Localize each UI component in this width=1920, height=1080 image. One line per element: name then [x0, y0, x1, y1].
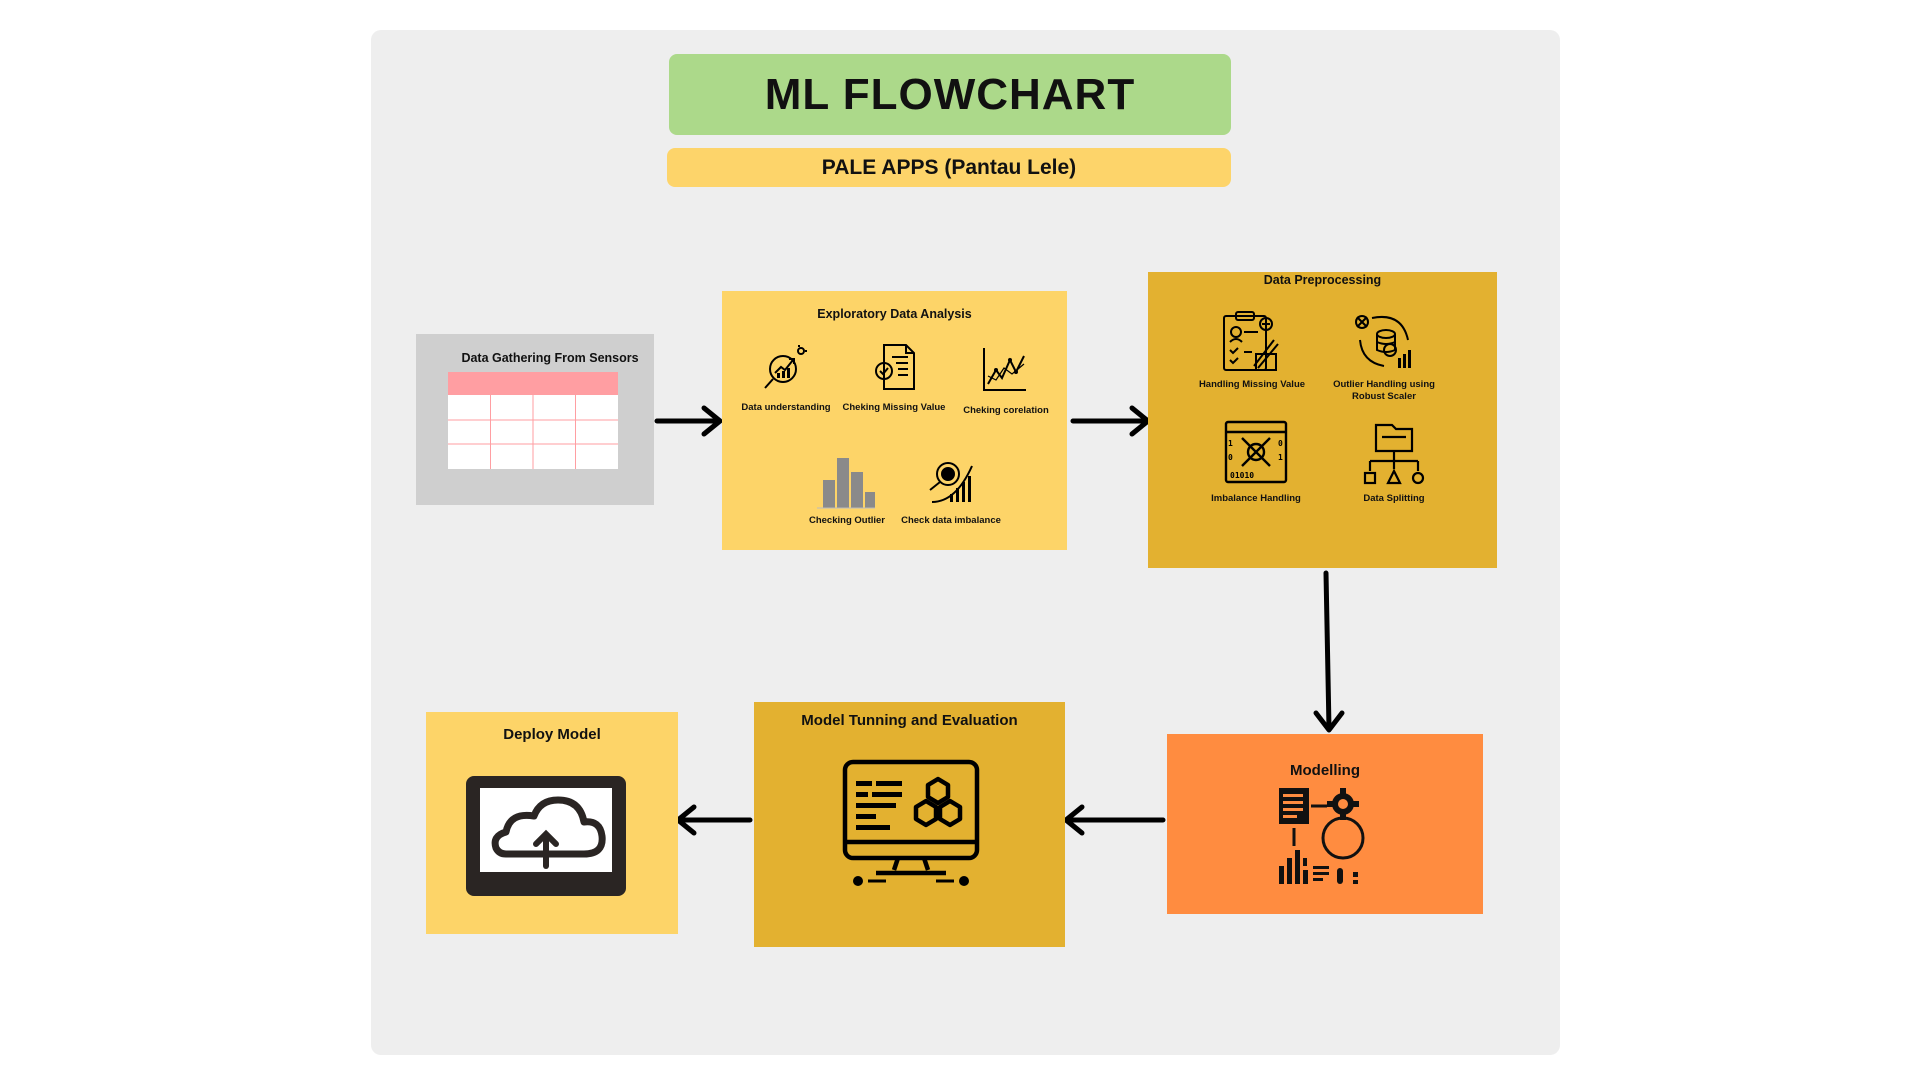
diagram-title: ML FLOWCHART — [669, 54, 1231, 135]
preprocessing-item-label: Outlier Handling using Robust Scaler — [1333, 379, 1435, 402]
node-model-tuning-title: Model Tunning and Evaluation — [801, 712, 1018, 729]
node-model-tuning: Model Tunning and Evaluation — [754, 702, 1065, 947]
node-data-preprocessing-title: Data Preprocessing — [1263, 273, 1382, 287]
eda-item-label: Check data imbalance — [901, 515, 1001, 526]
modelling-icon — [1279, 788, 1365, 884]
diagram-subtitle: PALE APPS (Pantau Lele) — [667, 148, 1231, 187]
node-eda: Exploratory Data Analysis — [722, 291, 1067, 550]
outlier-histogram-icon — [817, 458, 875, 509]
clipboard-icon — [1223, 311, 1279, 371]
table-icon — [448, 372, 618, 469]
svg-text:1: 1 — [1228, 439, 1233, 448]
data-understanding-icon — [764, 345, 807, 389]
node-modelling: Modelling — [1167, 734, 1483, 914]
svg-text:0: 0 — [1228, 453, 1233, 462]
missing-value-icon — [875, 344, 915, 390]
svg-text:1: 1 — [1278, 453, 1283, 462]
svg-text:01010: 01010 — [1230, 471, 1254, 480]
node-data-preprocessing: Data Preprocessing — [1148, 272, 1497, 568]
data-imbalance-icon — [929, 462, 973, 503]
eda-item-label: Checking Outlier — [808, 515, 885, 526]
node-eda-title: Exploratory Data Analysis — [817, 307, 972, 321]
eda-item-label: Cheking corelation — [963, 405, 1049, 416]
eda-item-label: Cheking Missing Value — [842, 402, 946, 413]
preprocessing-item-label: Data Splitting — [1363, 493, 1425, 504]
svg-text:0: 0 — [1278, 439, 1283, 448]
eda-item-label: Data understanding — [741, 402, 831, 413]
node-data-gathering-title: Data Gathering From Sensors — [461, 351, 639, 365]
preprocessing-item-label: Handling Missing Value — [1198, 379, 1306, 390]
data-splitting-icon — [1363, 423, 1425, 485]
monitor-icon — [842, 759, 980, 886]
preprocessing-item-label: Imbalance Handling — [1211, 493, 1301, 504]
correlation-icon — [983, 348, 1026, 391]
node-modelling-title: Modelling — [1290, 762, 1360, 779]
cloud-upload-icon — [466, 776, 626, 896]
robust-scaler-icon — [1355, 315, 1411, 368]
node-deploy-model-title: Deploy Model — [503, 726, 601, 743]
